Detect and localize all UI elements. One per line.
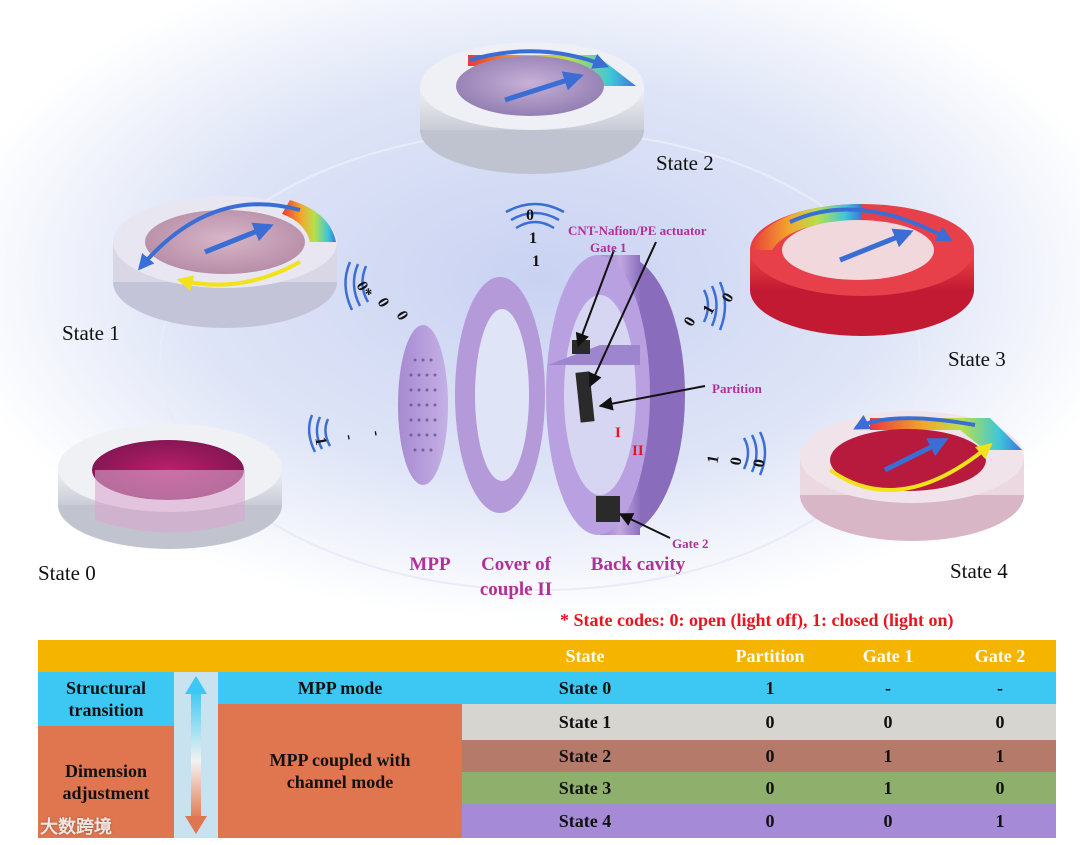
row-3-state: State 3: [558, 778, 612, 798]
state-0-device: [58, 424, 282, 549]
row-4-gate-2: 1: [995, 811, 1005, 831]
mode-coupled: MPP coupled with channel mode: [218, 704, 462, 838]
transition-arrow-column: [174, 672, 218, 838]
double-arrow-icon: [185, 676, 207, 834]
row-1-gate-1: 0: [883, 712, 893, 732]
gate-1-label: Gate 1: [590, 240, 626, 255]
row-2-partition: 0: [765, 746, 775, 766]
cover-ring: [455, 277, 545, 513]
row-3-gate-2: 0: [995, 778, 1005, 798]
region-2-label: II: [632, 443, 644, 459]
back-cavity: [546, 255, 685, 535]
state-3-device: [750, 204, 974, 336]
row-2-gate-2: 1: [995, 746, 1005, 766]
row-1-gate-2: 0: [995, 712, 1005, 732]
header-gate-1: Gate 1: [862, 646, 914, 666]
back-cavity-label: Back cavity: [591, 554, 686, 575]
state-0-label: State 0: [38, 561, 96, 585]
mpp-label: MPP: [409, 554, 451, 575]
watermark: 大数跨境: [8, 812, 168, 840]
state-0-code-2: -: [341, 433, 359, 441]
gate-2-label: Gate 2: [672, 536, 708, 551]
signal-waves: [307, 202, 767, 476]
row-4-gate-1: 0: [883, 811, 893, 831]
row-1-partition: 0: [765, 712, 775, 732]
state-2-code-1: 0: [526, 207, 534, 224]
partition-label: Partition: [712, 381, 763, 396]
table-header-bar: [38, 640, 1056, 672]
state-4-code-3: 0: [751, 458, 769, 469]
state-2-device: [420, 42, 644, 174]
cover-label-line-1: Cover of: [481, 554, 551, 575]
state-4-device: [800, 411, 1024, 541]
group-dimension-adjustment: Dimension adjustment: [38, 726, 174, 838]
state-code-note: * State codes: 0: open (light off), 1: c…: [560, 610, 954, 630]
table-row: State 4 0 0 1: [462, 804, 1056, 838]
mode-mpp: MPP mode: [218, 672, 462, 704]
row-1-state: State 1: [558, 712, 612, 732]
table-row: State 3 0 1 0: [462, 772, 1056, 804]
state-4-code-2: 0: [728, 456, 746, 467]
row-2-state: State 2: [558, 746, 612, 766]
row-4-state: State 4: [558, 811, 612, 831]
row-0-partition: 1: [765, 678, 775, 698]
table-row: State 2 0 1 1: [462, 740, 1056, 772]
state-2-code-3: 1: [532, 253, 540, 270]
state-1-code-1: 0*: [353, 279, 376, 301]
actuator-label: CNT-Nafion/PE actuator: [568, 223, 707, 238]
state-0-code-1: 1: [311, 436, 329, 447]
watermark-logo-icon: [8, 818, 34, 834]
table-row: State 1 0 0 0: [462, 704, 1056, 740]
row-3-partition: 0: [765, 778, 775, 798]
watermark-text: 大数跨境: [40, 817, 112, 838]
state-0-code-3: -: [368, 429, 386, 437]
state-3-label: State 3: [948, 347, 1006, 371]
group-structural-transition: Structural transition: [38, 672, 174, 726]
state-1-device: [113, 196, 337, 328]
mpp-panel: [398, 325, 448, 485]
row-4-partition: 0: [765, 811, 775, 831]
table-row: State 0 1 - -: [462, 672, 1056, 704]
row-0-gate-1: -: [885, 678, 891, 698]
state-2-code-2: 1: [529, 230, 537, 247]
row-0-gate-2: -: [997, 678, 1003, 698]
row-0-state: State 0: [558, 678, 612, 698]
header-partition: Partition: [735, 646, 805, 666]
region-1-label: I: [615, 425, 621, 441]
state-4-label: State 4: [950, 559, 1008, 583]
header-state: State: [565, 646, 605, 666]
header-gate-2: Gate 2: [974, 646, 1026, 666]
cover-label-line-2: couple II: [480, 579, 552, 600]
row-3-gate-1: 1: [883, 778, 893, 798]
state-table: State Partition Gate 1 Gate 2 Structural…: [38, 640, 1056, 838]
state-4-code-1: 1: [705, 454, 723, 465]
state-1-label: State 1: [62, 321, 120, 345]
pointer-lines: [575, 241, 706, 539]
row-2-gate-1: 1: [883, 746, 893, 766]
state-2-label: State 2: [656, 151, 714, 175]
